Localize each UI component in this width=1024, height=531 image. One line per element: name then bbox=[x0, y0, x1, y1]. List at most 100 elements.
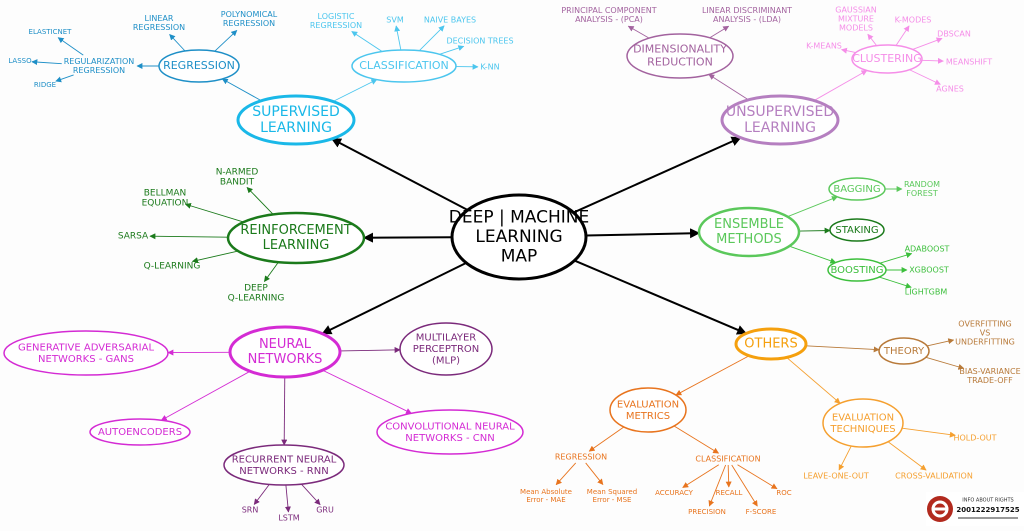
node-naive-bayes[interactable]: NAIVE BAYES bbox=[424, 16, 476, 25]
node-meanshift[interactable]: MEANSHIFT bbox=[946, 58, 992, 67]
node-label: ELASTICNET bbox=[29, 28, 73, 36]
node-label: NETWORKS - GANS bbox=[38, 354, 134, 365]
node-dbscan[interactable]: DBSCAN bbox=[937, 30, 971, 39]
node-recall[interactable]: RECALL bbox=[716, 489, 743, 497]
node-m-regression[interactable]: REGRESSION bbox=[555, 453, 607, 462]
node-label: PERCEPTRON bbox=[413, 344, 480, 355]
node-leaveoneout[interactable]: LEAVE-ONE-OUT bbox=[803, 472, 869, 481]
edge-neural-to-mlp bbox=[340, 350, 400, 351]
rights-badge[interactable]: INFO ABOUT RIGHTS 2001222917525 bbox=[926, 492, 1024, 526]
node-fscore[interactable]: F-SCORE bbox=[746, 508, 777, 516]
node-label: DECISION TREES bbox=[446, 37, 513, 46]
node-ridge[interactable]: RIDGE bbox=[34, 81, 56, 89]
edge-regularization_regression-to-ridge bbox=[56, 75, 74, 81]
node-m-classification[interactable]: CLASSIFICATION bbox=[695, 455, 760, 464]
node-xgboost[interactable]: XGBOOST bbox=[909, 266, 949, 275]
node-kmeans[interactable]: K-MEANS bbox=[806, 42, 842, 51]
node-precision[interactable]: PRECISION bbox=[688, 508, 726, 516]
node-roc[interactable]: ROC bbox=[776, 489, 791, 497]
node-elasticnet[interactable]: ELASTICNET bbox=[29, 28, 73, 36]
node-label: REGRESSION bbox=[223, 19, 275, 28]
node-label: Q-LEARNING bbox=[144, 262, 201, 272]
node-crossvalidation[interactable]: CROSS-VALIDATION bbox=[895, 472, 973, 481]
node-label: REGRESSION bbox=[73, 66, 125, 75]
node-gru[interactable]: GRU bbox=[316, 506, 334, 515]
node-label: SVM bbox=[386, 16, 404, 25]
node-label: LIGHTGBM bbox=[905, 288, 948, 297]
node-autoencoders[interactable]: AUTOENCODERS bbox=[90, 419, 190, 445]
node-label: LSTM bbox=[278, 514, 299, 523]
node-label: HOLD-OUT bbox=[953, 434, 996, 443]
node-label: NETWORKS - RNN bbox=[239, 466, 328, 477]
edge-m_regression-to-mse bbox=[586, 463, 603, 485]
node-accuracy[interactable]: ACCURACY bbox=[655, 489, 694, 497]
node-label: LASSO bbox=[8, 57, 32, 65]
node-lstm[interactable]: LSTM bbox=[278, 514, 299, 523]
edge-m_regression-to-mae bbox=[556, 463, 576, 485]
node-label: BAGGING bbox=[833, 184, 880, 195]
edge-m_classification-to-precision bbox=[709, 465, 725, 506]
node-lasso[interactable]: LASSO bbox=[8, 57, 32, 65]
node-holdout[interactable]: HOLD-OUT bbox=[953, 434, 996, 443]
node-others[interactable]: OTHERS bbox=[736, 329, 806, 359]
edge-dimensionality-to-pca bbox=[628, 26, 649, 38]
node-label: Error - MSE bbox=[593, 496, 632, 504]
node-label: CROSS-VALIDATION bbox=[895, 472, 973, 481]
node-kmodes[interactable]: K-MODES bbox=[895, 16, 932, 25]
node-clustering[interactable]: CLUSTERING bbox=[852, 45, 922, 73]
node-regression[interactable]: REGRESSION bbox=[159, 50, 239, 82]
node-lightgbm[interactable]: LIGHTGBM bbox=[905, 288, 948, 297]
node-svm[interactable]: SVM bbox=[386, 16, 404, 25]
node-label: REGRESSION bbox=[310, 21, 362, 30]
edge-reinforcement-to-sarsa bbox=[150, 236, 228, 237]
node-staking[interactable]: STAKING bbox=[830, 219, 884, 241]
node-theory[interactable]: THEORY bbox=[879, 338, 929, 364]
node-label: F-SCORE bbox=[746, 508, 777, 516]
node-label: GENERATIVE ADVERSARIAL bbox=[18, 342, 154, 353]
node-label: EQUATION bbox=[142, 199, 189, 209]
node-boosting[interactable]: BOOSTING bbox=[828, 259, 886, 281]
edge-ensemble-to-boosting bbox=[789, 246, 835, 262]
node-adaboost[interactable]: ADABOOST bbox=[905, 245, 950, 254]
node-sarsa[interactable]: SARSA bbox=[118, 232, 149, 242]
node-knn[interactable]: K-NN bbox=[480, 63, 499, 72]
node-srn[interactable]: SRN bbox=[242, 506, 259, 515]
edge-m_classification-to-recall bbox=[728, 465, 729, 487]
node-bagging[interactable]: BAGGING bbox=[829, 178, 885, 200]
node-label: CONVOLUTIONAL NEURAL bbox=[385, 421, 515, 432]
node-label: METHODS bbox=[716, 232, 782, 247]
edge-m_classification-to-roc bbox=[738, 465, 777, 489]
node-qlearning[interactable]: Q-LEARNING bbox=[144, 262, 201, 272]
node-classification[interactable]: CLASSIFICATION bbox=[352, 50, 456, 82]
node-agnes[interactable]: AGNES bbox=[936, 85, 964, 94]
node-decision-trees[interactable]: DECISION TREES bbox=[446, 37, 513, 46]
